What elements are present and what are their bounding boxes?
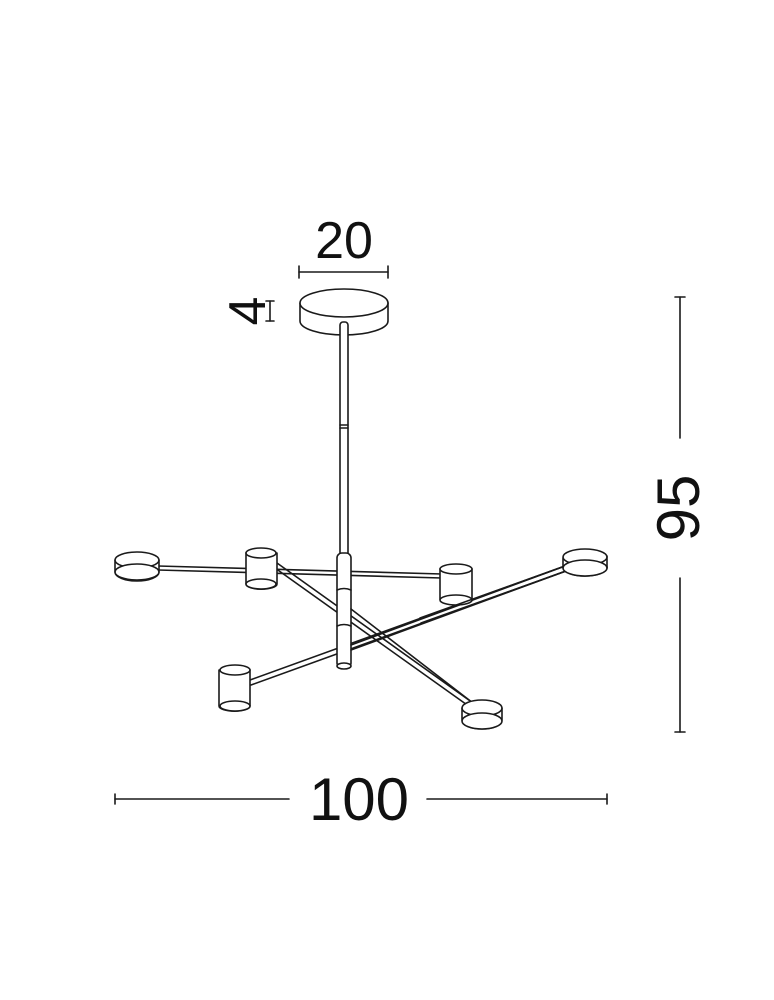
- stem: [339, 321, 349, 561]
- central-hub: [336, 552, 352, 670]
- total-height-dimension-line: [674, 296, 686, 733]
- light-head-cylinder-right: [439, 563, 473, 606]
- light-head-disc-right: [562, 548, 608, 577]
- light-head-disc-left: [114, 551, 160, 582]
- light-head-cylinder-lower-left: [218, 664, 251, 712]
- light-head-disc-lower-right: [461, 699, 503, 730]
- canopy-width-dimension-line: [298, 265, 389, 279]
- total-width-label: 100: [309, 766, 409, 833]
- arm-horizontal: [157, 565, 443, 579]
- arm-ascending-front: [419, 565, 567, 624]
- canopy-width-label: 20: [315, 212, 373, 270]
- canopy-height-label: 4: [219, 297, 277, 326]
- light-head-cylinder-upper-left: [245, 547, 278, 590]
- canopy: [299, 288, 389, 336]
- canopy-height-dimension-line: [265, 300, 275, 322]
- total-width-dimension-line: [114, 793, 608, 805]
- total-height-label: 95: [645, 475, 712, 542]
